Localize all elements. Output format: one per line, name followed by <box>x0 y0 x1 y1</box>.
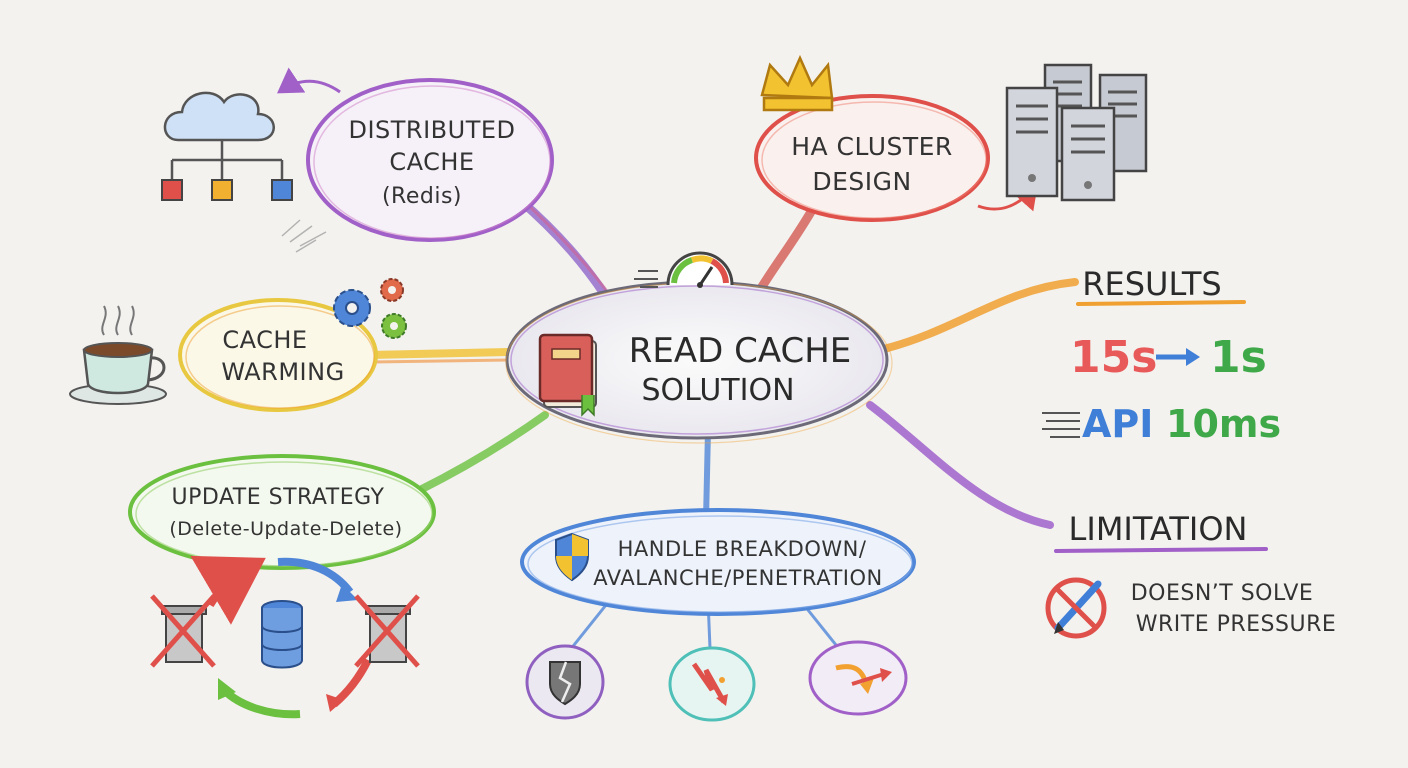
limitation-section: LIMITATION DOESN’T SOLVE WRITE PRESSURE <box>1045 510 1337 639</box>
shield-icon <box>555 532 589 582</box>
cache-warming-node[interactable] <box>178 298 378 412</box>
trash-crossed-icon <box>150 594 216 668</box>
limitation-title: LIMITATION <box>1069 510 1248 548</box>
results-to: 1s <box>1210 332 1267 383</box>
results-section: RESULTS 15s 1s API 10ms <box>1042 265 1281 446</box>
penetration-icon[interactable] <box>808 640 908 716</box>
distributed-cache-line1: DISTRIBUTED <box>348 116 515 144</box>
gears-icon <box>333 278 407 339</box>
book-icon <box>538 333 597 417</box>
cycle-arrow-red-top <box>190 555 266 625</box>
handle-node[interactable] <box>520 508 916 616</box>
limitation-line1: DOESN’T SOLVE <box>1131 581 1314 606</box>
database-icon <box>261 600 303 669</box>
handle-line2: AVALANCHE/PENETRATION <box>593 566 882 590</box>
trash-crossed-icon <box>354 594 420 668</box>
center-title-line2: SOLUTION <box>641 373 794 408</box>
avalanche-icon[interactable] <box>668 646 756 722</box>
cycle-arrow-blue <box>277 557 354 595</box>
crown-icon <box>760 54 834 112</box>
branch-handle <box>703 427 711 523</box>
ha-cluster-line1: HA CLUSTER <box>791 132 953 161</box>
arrow-right-icon <box>1156 348 1200 366</box>
branch-distributed-cache-accent <box>526 203 614 300</box>
distributed-cache-line2: CACHE <box>389 148 474 176</box>
results-title: RESULTS <box>1082 265 1221 303</box>
distributed-cache-line3: (Redis) <box>382 184 462 209</box>
update-strategy-line1: UPDATE STRATEGY <box>172 485 385 510</box>
server-cluster-icon <box>1005 63 1148 202</box>
cycle-arrow-red-bottom <box>331 658 372 708</box>
no-write-icon <box>1045 577 1107 639</box>
cloud-network-icon <box>161 91 293 201</box>
results-api-label: API <box>1082 402 1153 446</box>
branch-cache-warming <box>366 348 514 359</box>
center-node[interactable] <box>505 280 893 444</box>
ha-cluster-node[interactable] <box>754 94 990 222</box>
branch-ha-cluster <box>755 200 820 295</box>
cycle-arrow-green <box>221 687 301 719</box>
coffee-cup-icon <box>69 305 167 405</box>
update-strategy-line2: (Delete-Update-Delete) <box>169 518 402 540</box>
branch-update-strategy <box>416 411 549 494</box>
branch-limitation <box>866 401 1054 529</box>
distributed-cache-node[interactable] <box>306 78 554 242</box>
update-cycle-diagram <box>150 555 420 719</box>
speedometer-icon <box>634 251 734 288</box>
update-strategy-node[interactable] <box>128 454 436 570</box>
branch-cache-warming-accent <box>368 358 512 364</box>
pencil-scribble <box>281 219 327 253</box>
breakdown-icon[interactable] <box>525 644 605 720</box>
speed-lines-icon <box>1042 412 1080 438</box>
results-from: 15s <box>1070 332 1157 383</box>
branch-results <box>876 278 1079 354</box>
center-title-line1: READ CACHE <box>629 331 852 371</box>
cache-warming-line2: WARMING <box>221 358 344 386</box>
ha-cluster-line2: DESIGN <box>812 167 911 196</box>
results-api-value: 10ms <box>1166 402 1281 446</box>
limitation-line2: WRITE PRESSURE <box>1136 612 1337 637</box>
handle-line1: HANDLE BREAKDOWN/ <box>618 537 867 561</box>
curved-arrow-icon <box>277 67 341 94</box>
branch-distributed-cache <box>515 195 610 300</box>
cache-warming-line1: CACHE <box>222 326 307 354</box>
